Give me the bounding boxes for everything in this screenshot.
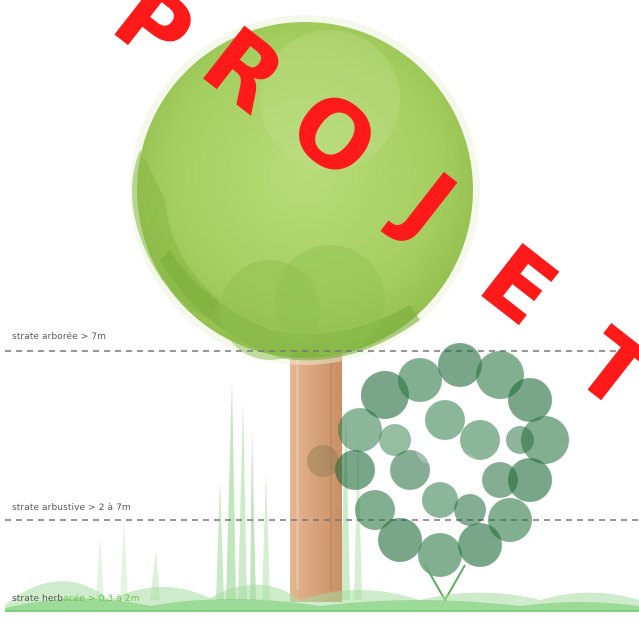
tree-canopy (130, 15, 480, 365)
strata-label-arbustive: strate arbustive > 2 à 7m (12, 503, 131, 513)
watermark-letter: E (461, 224, 576, 347)
strata-label-herbacee: strate herbacée > 0,3 à 2m (12, 594, 140, 604)
strata-label-arboree: strate arborée > 7m (12, 332, 107, 342)
watermark-letter: T (556, 309, 639, 432)
shrub-cluster (307, 343, 569, 603)
ground-grass (5, 581, 639, 612)
